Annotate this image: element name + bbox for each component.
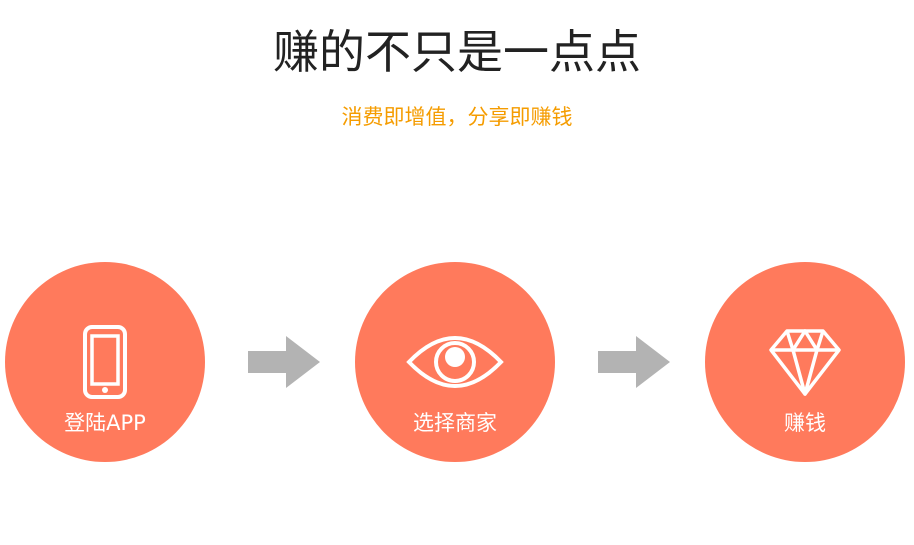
diamond-icon [769, 329, 841, 396]
step-login-app: 登陆APP [5, 262, 205, 462]
eye-icon [406, 336, 504, 388]
step-earn-money: 赚钱 [705, 262, 905, 462]
phone-icon [83, 325, 127, 399]
arrow-right-icon [598, 336, 670, 388]
step-label: 赚钱 [784, 411, 826, 435]
step-label: 登陆APP [64, 411, 146, 435]
page-title: 赚的不只是一点点 [273, 25, 641, 79]
page-subtitle: 消费即增值，分享即赚钱 [341, 105, 573, 129]
step-choose-merchant: 选择商家 [355, 262, 555, 462]
step-label: 选择商家 [413, 411, 497, 435]
arrow-right-icon [248, 336, 320, 388]
